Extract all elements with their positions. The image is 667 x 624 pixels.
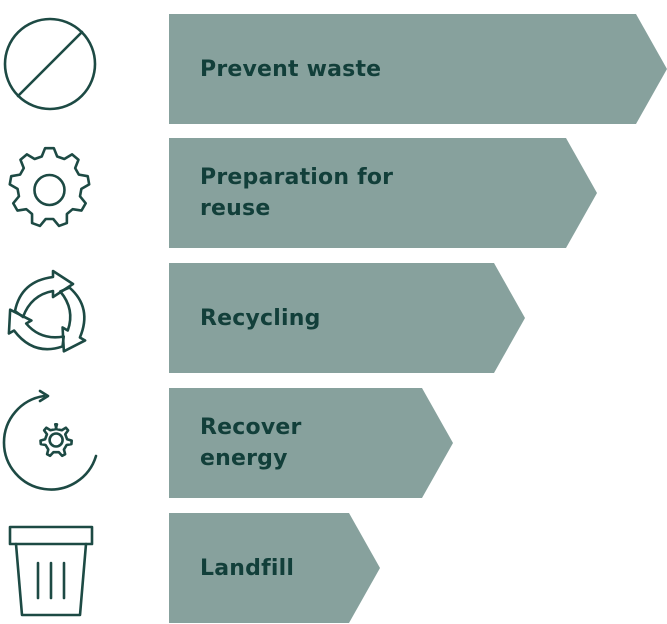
tier-arrow-preparation-for-reuse: Preparation for reuse [169, 138, 597, 248]
tier-prevent-waste: Prevent waste [0, 14, 667, 124]
prohibited-circle-icon [0, 14, 110, 124]
energy-recovery-icon [0, 388, 110, 498]
tier-label: Recycling [200, 303, 321, 334]
recycle-arrows-icon [0, 263, 110, 373]
tier-label-line: Preparation for [200, 165, 394, 190]
tier-arrow-recycling: Recycling [169, 263, 525, 373]
tier-label-line: Prevent waste [200, 56, 382, 82]
tier-label: Preparation for reuse [200, 162, 393, 224]
tier-arrow-recover-energy: Recover energy [169, 388, 453, 498]
tier-label: Landfill [200, 553, 294, 584]
tier-label-line: Recover [200, 415, 302, 440]
tier-preparation-for-reuse: Preparation for reuse [0, 138, 667, 248]
gear-icon [0, 138, 110, 248]
tier-label-line: Landfill [200, 555, 295, 581]
tier-recycling: Recycling [0, 263, 667, 373]
tier-label: Prevent waste [200, 54, 381, 85]
tier-label-line: Recycling [200, 305, 321, 331]
tier-recover-energy: Recover energy [0, 388, 667, 498]
tier-arrow-landfill: Landfill [169, 513, 380, 623]
trash-bin-icon [0, 513, 110, 623]
tier-landfill: Landfill [0, 513, 667, 623]
tier-arrow-prevent-waste: Prevent waste [169, 14, 667, 124]
tier-label: Recover energy [200, 412, 302, 474]
tier-label-line: energy [200, 446, 288, 471]
tier-label-line: reuse [200, 196, 271, 221]
